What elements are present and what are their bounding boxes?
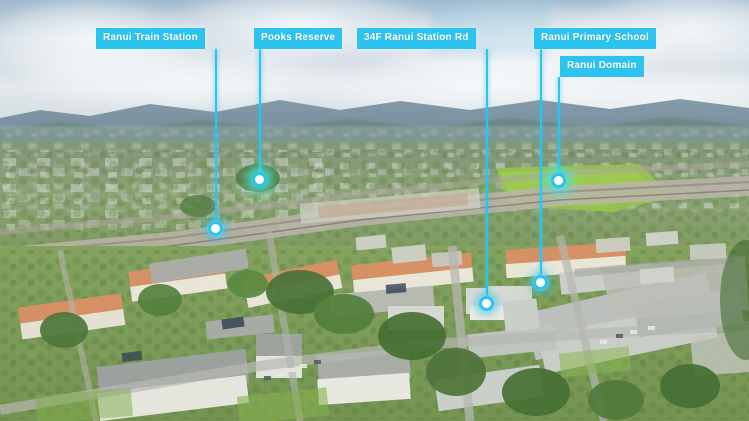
pin-marker-dot[interactable] [533,275,548,290]
pin-marker-dot[interactable] [551,173,566,188]
pin-connector-line [486,49,488,303]
pin-marker-dot[interactable] [479,296,494,311]
pin-label-ranui-primary-school[interactable]: Ranui Primary School [534,28,656,49]
pin-label-ranui-domain[interactable]: Ranui Domain [560,56,644,77]
pin-connector-line [259,49,261,179]
pin-connector-line [558,77,560,180]
pin-connector-line [215,49,217,228]
pin-label-pooks-reserve[interactable]: Pooks Reserve [254,28,343,49]
pin-connector-line [540,49,542,282]
pin-label-34f-ranui-station-rd[interactable]: 34F Ranui Station Rd [357,28,476,49]
pin-marker-dot[interactable] [252,172,267,187]
pin-marker-dot[interactable] [208,221,223,236]
pin-label-ranui-train-station[interactable]: Ranui Train Station [96,28,205,49]
